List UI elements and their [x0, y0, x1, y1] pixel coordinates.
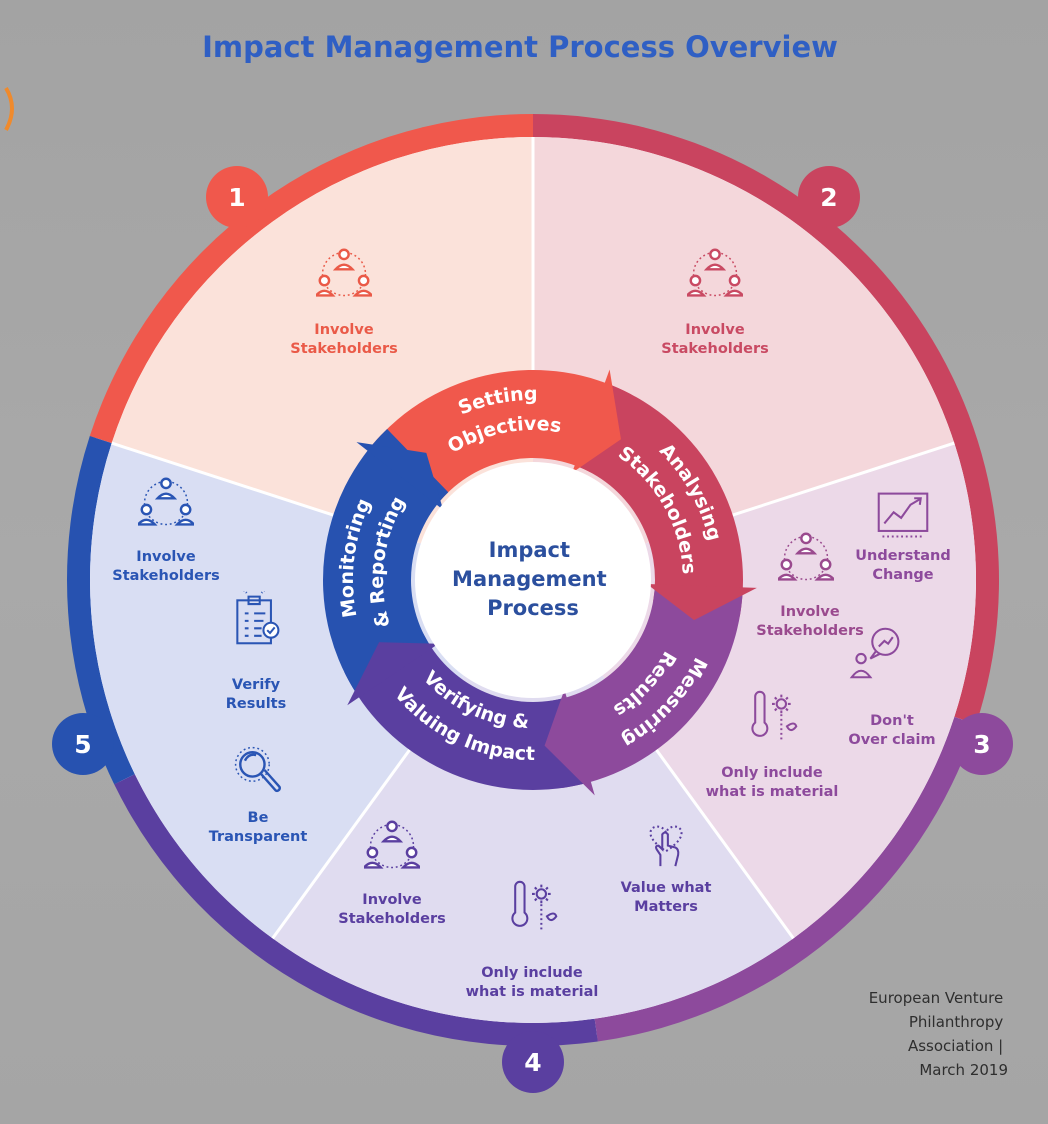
- item-label: Transparent: [209, 829, 308, 845]
- item-label: Involve: [780, 604, 840, 620]
- item-label: what is material: [706, 784, 839, 800]
- ring-segment-stage-4: [344, 633, 584, 790]
- item-label: Understand: [855, 548, 951, 564]
- item-label: Involve: [314, 322, 374, 338]
- item-label: Only include: [721, 765, 823, 781]
- ring-segment-stage-5: [323, 428, 449, 692]
- item-label: Stakeholders: [756, 623, 864, 639]
- sector-divider: [271, 749, 411, 940]
- sector-stage-4: [272, 580, 794, 1024]
- ring-arrow-stage-4: [347, 642, 439, 706]
- stage-number-badges: 1 2 3 4 5: [52, 166, 1013, 1093]
- ring-arrow-stage-2: [646, 583, 757, 621]
- center-line-1: Impact: [489, 538, 570, 562]
- inner-process-ring: SettingObjectivesAnalysingStakeholdersMe…: [323, 369, 757, 796]
- credit-line-3: Association |: [908, 1037, 1003, 1055]
- stage-sectors: [90, 137, 977, 1024]
- outer-arc-stage-5: [66, 435, 135, 785]
- item-label: Over claim: [848, 732, 935, 748]
- ring-segment-stage-1: [372, 370, 632, 502]
- stage-badge-3: 3: [951, 713, 1013, 775]
- item-label: Stakeholders: [338, 911, 446, 927]
- page-title: Impact Management Process Overview: [202, 30, 838, 64]
- ring-arrow-stage-3: [544, 689, 595, 796]
- stage-number: 3: [973, 730, 990, 759]
- item-label: Stakeholders: [290, 341, 398, 357]
- center-label: Impact Management Process: [452, 538, 614, 620]
- sector-divider: [655, 749, 795, 940]
- stage-number: 2: [820, 183, 837, 212]
- item-label: Involve: [362, 892, 422, 908]
- ring-segment-stage-3: [549, 588, 743, 788]
- outer-arc-stage-1: [89, 114, 533, 444]
- credit-line-1: European Venture: [869, 989, 1004, 1007]
- ring-arrow-stage-5: [356, 442, 444, 510]
- item-label: Stakeholders: [112, 568, 220, 584]
- stage-number: 1: [228, 183, 245, 212]
- item-label: Value what: [621, 880, 712, 896]
- item-label: Matters: [634, 899, 698, 915]
- orange-bracket-decoration: [4, 86, 14, 131]
- stage-number: 4: [524, 1048, 541, 1077]
- ring-segment-stage-2: [578, 385, 743, 617]
- item-label: Verify: [232, 677, 281, 693]
- item-label: Involve: [136, 549, 196, 565]
- center-line-2: Management: [452, 567, 607, 591]
- credit-block: European Venture Philanthropy Associatio…: [869, 989, 1008, 1079]
- item-s4-material: Only include what is material: [466, 880, 599, 1000]
- item-label: Involve: [685, 322, 745, 338]
- credit-line-4: March 2019: [919, 1061, 1008, 1079]
- item-label: Don't: [870, 713, 914, 729]
- stage-number: 5: [74, 730, 91, 759]
- item-s3-material: Only include what is material: [706, 690, 839, 800]
- ring-arrow-stage-1: [571, 369, 621, 473]
- center-circle: [415, 462, 651, 698]
- stage-badge-5: 5: [52, 713, 114, 775]
- item-label: Be: [248, 810, 269, 826]
- stage-badge-2: 2: [798, 166, 860, 228]
- center-line-3: Process: [487, 596, 579, 620]
- item-label: Stakeholders: [661, 341, 769, 357]
- stage-items: InvolveStakeholdersInvolveStakeholdersIn…: [112, 248, 951, 1000]
- item-label: what is material: [466, 984, 599, 1000]
- sector-divider: [111, 441, 334, 517]
- item-label: Change: [872, 567, 933, 583]
- outer-arc-stage-4: [114, 774, 598, 1046]
- sector-divider: [732, 441, 955, 517]
- item-label: Results: [226, 696, 287, 712]
- stage-badge-1: 1: [206, 166, 268, 228]
- item-label: Only include: [481, 965, 583, 981]
- stage-badge-4: 4: [502, 1031, 564, 1093]
- credit-line-2: Philanthropy: [909, 1013, 1004, 1031]
